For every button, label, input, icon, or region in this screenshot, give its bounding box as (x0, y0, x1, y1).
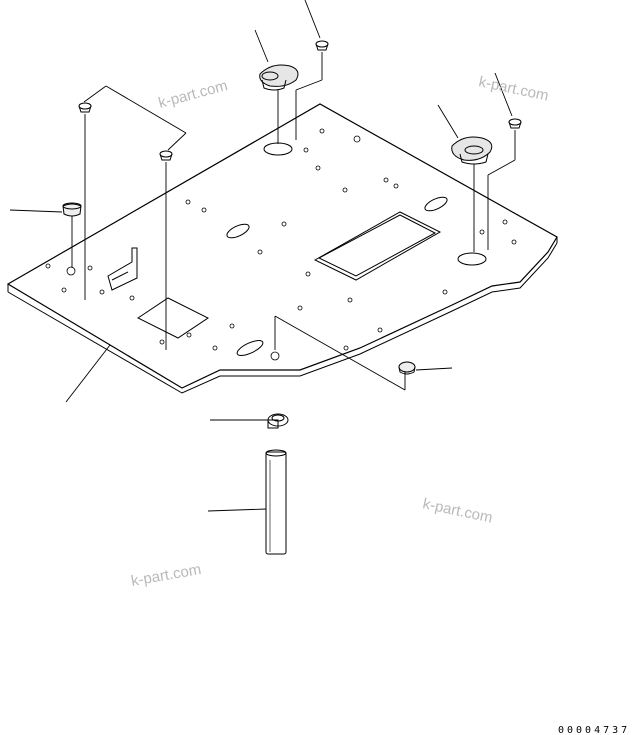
plug-cap (398, 361, 416, 375)
floor-opening (313, 211, 442, 281)
cap-screw-middle (159, 150, 173, 161)
watermark-text: k-part.com (477, 73, 550, 104)
mount-cushion-right (451, 136, 493, 165)
drawing-code: 00004737 (558, 725, 630, 735)
watermark-text: k-part.com (421, 495, 494, 526)
grommet-left (62, 202, 82, 217)
cap-screw-right (508, 118, 522, 129)
cap-screw-top (315, 40, 329, 51)
bolt-holes (45, 128, 517, 361)
assembly-lines (71, 52, 516, 391)
slot-holes (226, 142, 487, 356)
watermark-text: k-part.com (130, 561, 203, 590)
floor-plate (6, 103, 558, 394)
watermark-text: k-part.com (157, 77, 230, 112)
leader-lines (9, 0, 513, 512)
mount-cushion-top (259, 64, 299, 91)
cap-screw-left (78, 102, 92, 113)
hose-clamp (267, 413, 289, 429)
inspection-cover (107, 247, 209, 339)
pipe (265, 449, 287, 555)
